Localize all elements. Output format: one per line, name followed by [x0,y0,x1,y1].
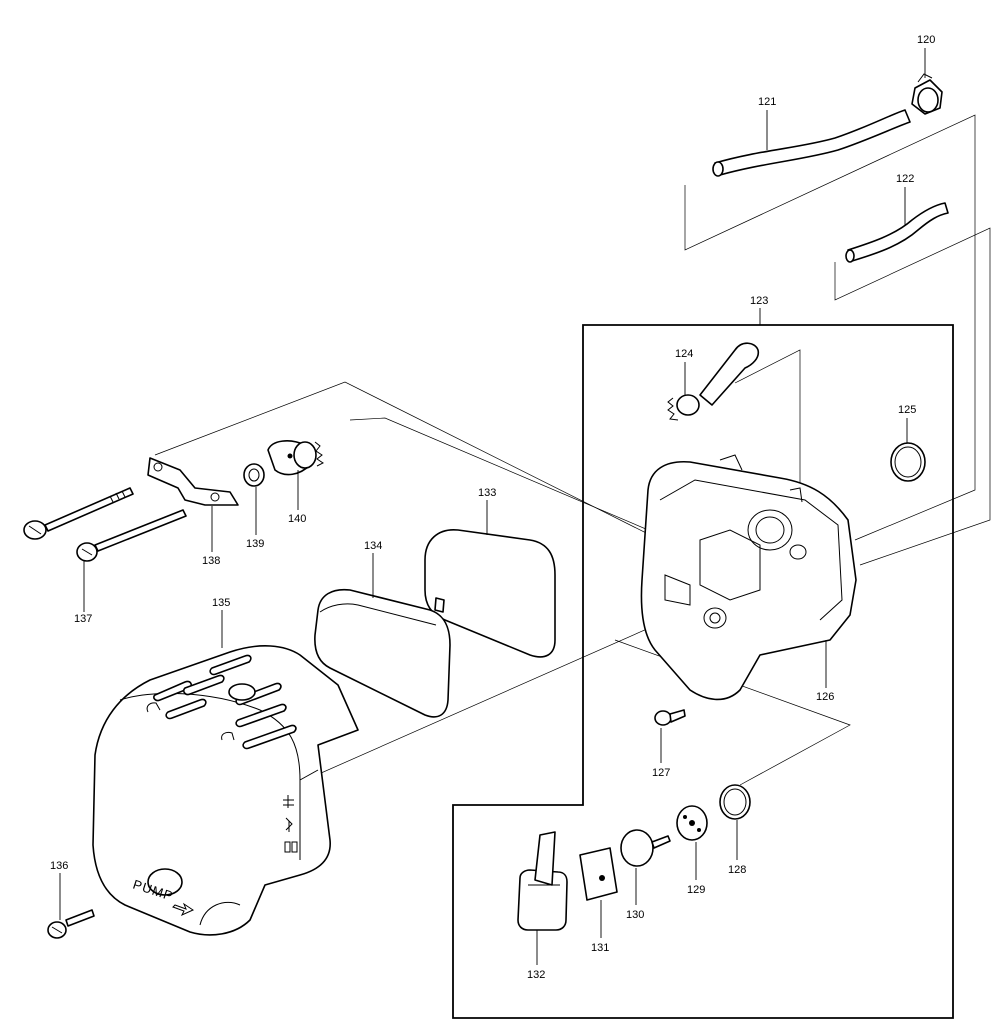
label-137: 137 [74,613,92,625]
label-133: 133 [478,487,496,499]
label-134: 134 [364,540,382,552]
part-137-bolt [76,509,187,612]
part-139-washer [243,463,265,535]
assembly-box-123 [452,324,954,1019]
guide-lines [154,114,991,801]
label-132: 132 [527,969,545,981]
part-125-o-ring [890,418,926,482]
part-132-lever [517,831,568,965]
label-135: 135 [212,597,230,609]
label-127: 127 [652,767,670,779]
part-134-sponge-filter [314,553,451,718]
part-126-cleaner-body [640,454,857,701]
label-140: 140 [288,513,306,525]
label-125: 125 [898,404,916,416]
label-130: 130 [626,909,644,921]
part-138-bracket [147,457,239,552]
label-136: 136 [50,860,68,872]
part-122-small-hose [845,187,949,263]
label-129: 129 [687,884,705,896]
part-131-gasket [579,847,618,938]
part-121-hose [712,109,911,177]
label-131: 131 [591,942,609,954]
label-139: 139 [246,538,264,550]
part-130-primer-bulb [620,829,671,905]
label-126: 126 [816,691,834,703]
label-121: 121 [758,96,776,108]
part-137-upper-bolt [23,487,134,540]
part-124-choke-lever [667,342,760,421]
part-127-screw [654,709,686,763]
label-128: 128 [728,864,746,876]
part-135-cover: PUMP [92,610,359,936]
part-129-plate [676,805,708,880]
label-122: 122 [896,173,914,185]
part-136-screw [47,873,95,939]
label-120: 120 [917,34,935,46]
label-123: 123 [750,295,768,307]
label-138: 138 [202,555,220,567]
label-124: 124 [675,348,693,360]
part-140-choke-shutter [267,440,324,510]
part-128-o-ring [719,784,751,860]
part-120-clamp [911,48,943,115]
part-number-labels: 120 121 122 123 124 125 126 127 128 129 … [50,34,935,981]
